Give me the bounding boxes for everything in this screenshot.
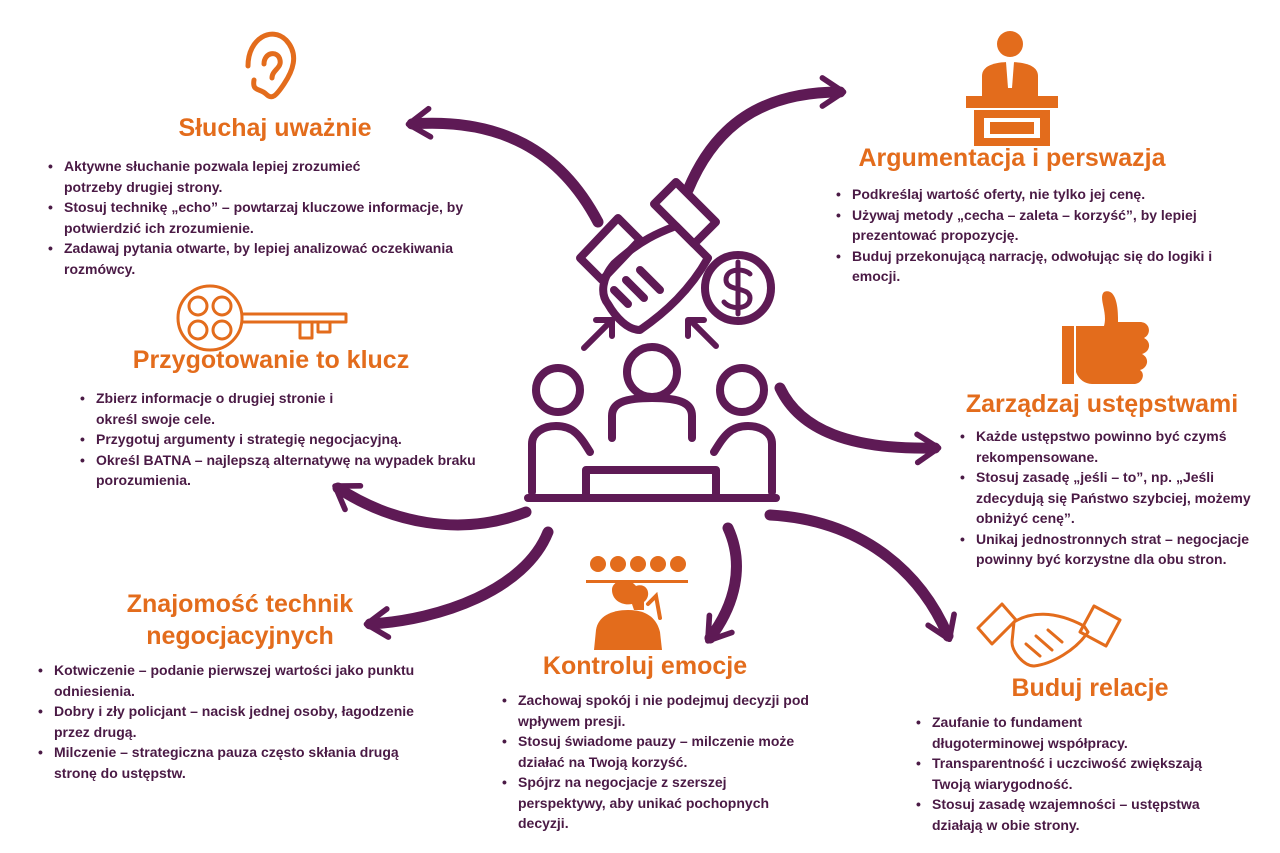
thumbs-up-icon (1062, 291, 1150, 384)
key-icon (176, 284, 348, 352)
section-relations-list: Zaufanie to fundament długoterminowej ws… (914, 706, 1234, 835)
section-concession: Zarządzaj ustępstwami (944, 388, 1260, 420)
list-item: Unikaj jednostronnych strat – negocjacje… (958, 529, 1258, 570)
list-item: Dobry i zły policjant – nacisk jednej os… (36, 701, 456, 742)
section-listen: Słuchaj uważnie (40, 112, 510, 144)
section-title: Przygotowanie to klucz (132, 346, 410, 374)
list-item: Spójrz na negocjacje z szerszej perspekt… (500, 772, 810, 834)
emotion-faces-icon (586, 556, 688, 650)
arrow-to-relations (764, 509, 957, 643)
list-item: Zachowaj spokój i nie podejmuj decyzji p… (500, 690, 810, 731)
list-item: Kotwiczenie – podanie pierwszej wartości… (36, 660, 456, 701)
ear-icon (245, 31, 297, 100)
section-title: Buduj relacje (1011, 674, 1169, 702)
handshake-icon (976, 602, 1122, 668)
section-emotions: Kontroluj emocje (500, 650, 790, 682)
list-item: Każde ustępstwo powinno być czymś rekomp… (958, 426, 1258, 467)
section-argument-list: Podkreślaj wartość oferty, nie tylko jej… (834, 178, 1234, 287)
arrow-to-argument (682, 75, 847, 196)
list-item: Stosuj zasadę wzajemności – ustępstwa dz… (914, 794, 1234, 835)
list-item: Milczenie – strategiczna pauza często sk… (36, 742, 456, 783)
section-title: Słuchaj uważnie (178, 114, 372, 142)
section-relations: Buduj relacje (940, 672, 1240, 704)
arrow-to-concession (774, 382, 942, 466)
arrow-to-emotions (704, 522, 742, 644)
list-item: Aktywne słuchanie pozwala lepiej zrozumi… (46, 156, 516, 197)
arrow-to-listen (405, 105, 604, 228)
speaker-podium-icon (966, 31, 1058, 146)
list-item: Stosuj świadome pauzy – milczenie może d… (500, 731, 810, 772)
list-item: Zadawaj pytania otwarte, by lepiej anali… (46, 238, 516, 279)
list-item: Określ BATNA – najlepszą alternatywę na … (78, 450, 498, 491)
section-prepare: Przygotowanie to klucz (96, 344, 446, 376)
list-item: Przygotuj argumenty i strategię negocjac… (78, 429, 498, 450)
list-item: Zbierz informacje o drugiej stronie i ok… (78, 388, 498, 429)
section-title: Zarządzaj ustępstwami (965, 390, 1239, 418)
list-item: Stosuj technikę „echo” – powtarzaj klucz… (46, 197, 516, 238)
section-prepare-list: Zbierz informacje o drugiej stronie i ok… (78, 382, 498, 491)
people-at-table-icon (524, 343, 780, 502)
list-item: Transparentność i uczciwość zwiększają T… (914, 753, 1234, 794)
list-item: Podkreślaj wartość oferty, nie tylko jej… (834, 184, 1234, 205)
section-techniques-list: Kotwiczenie – podanie pierwszej wartości… (36, 654, 456, 783)
handshake-dollar-icon (576, 178, 775, 334)
list-item: Używaj metody „cecha – zaleta – korzyść”… (834, 205, 1234, 246)
section-title: Argumentacja i perswazja (858, 144, 1166, 172)
list-item: Zaufanie to fundament długoterminowej ws… (914, 712, 1234, 753)
arrow-to-techniques (363, 526, 554, 640)
section-techniques: Znajomość technik negocjacyjnych (70, 588, 410, 652)
list-item: Stosuj zasadę „jeśli – to”, np. „Jeśli z… (958, 467, 1258, 529)
section-title: Kontroluj emocje (542, 652, 748, 680)
arrow-to-prepare (332, 482, 532, 531)
section-argument: Argumentacja i perswazja (822, 142, 1202, 174)
section-concession-list: Każde ustępstwo powinno być czymś rekomp… (958, 420, 1258, 570)
section-title: Znajomość technik negocjacyjnych (126, 590, 354, 650)
section-listen-list: Aktywne słuchanie pozwala lepiej zrozumi… (46, 150, 516, 279)
list-item: Buduj przekonującą narrację, odwołując s… (834, 246, 1234, 287)
section-emotions-list: Zachowaj spokój i nie podejmuj decyzji p… (500, 684, 810, 834)
